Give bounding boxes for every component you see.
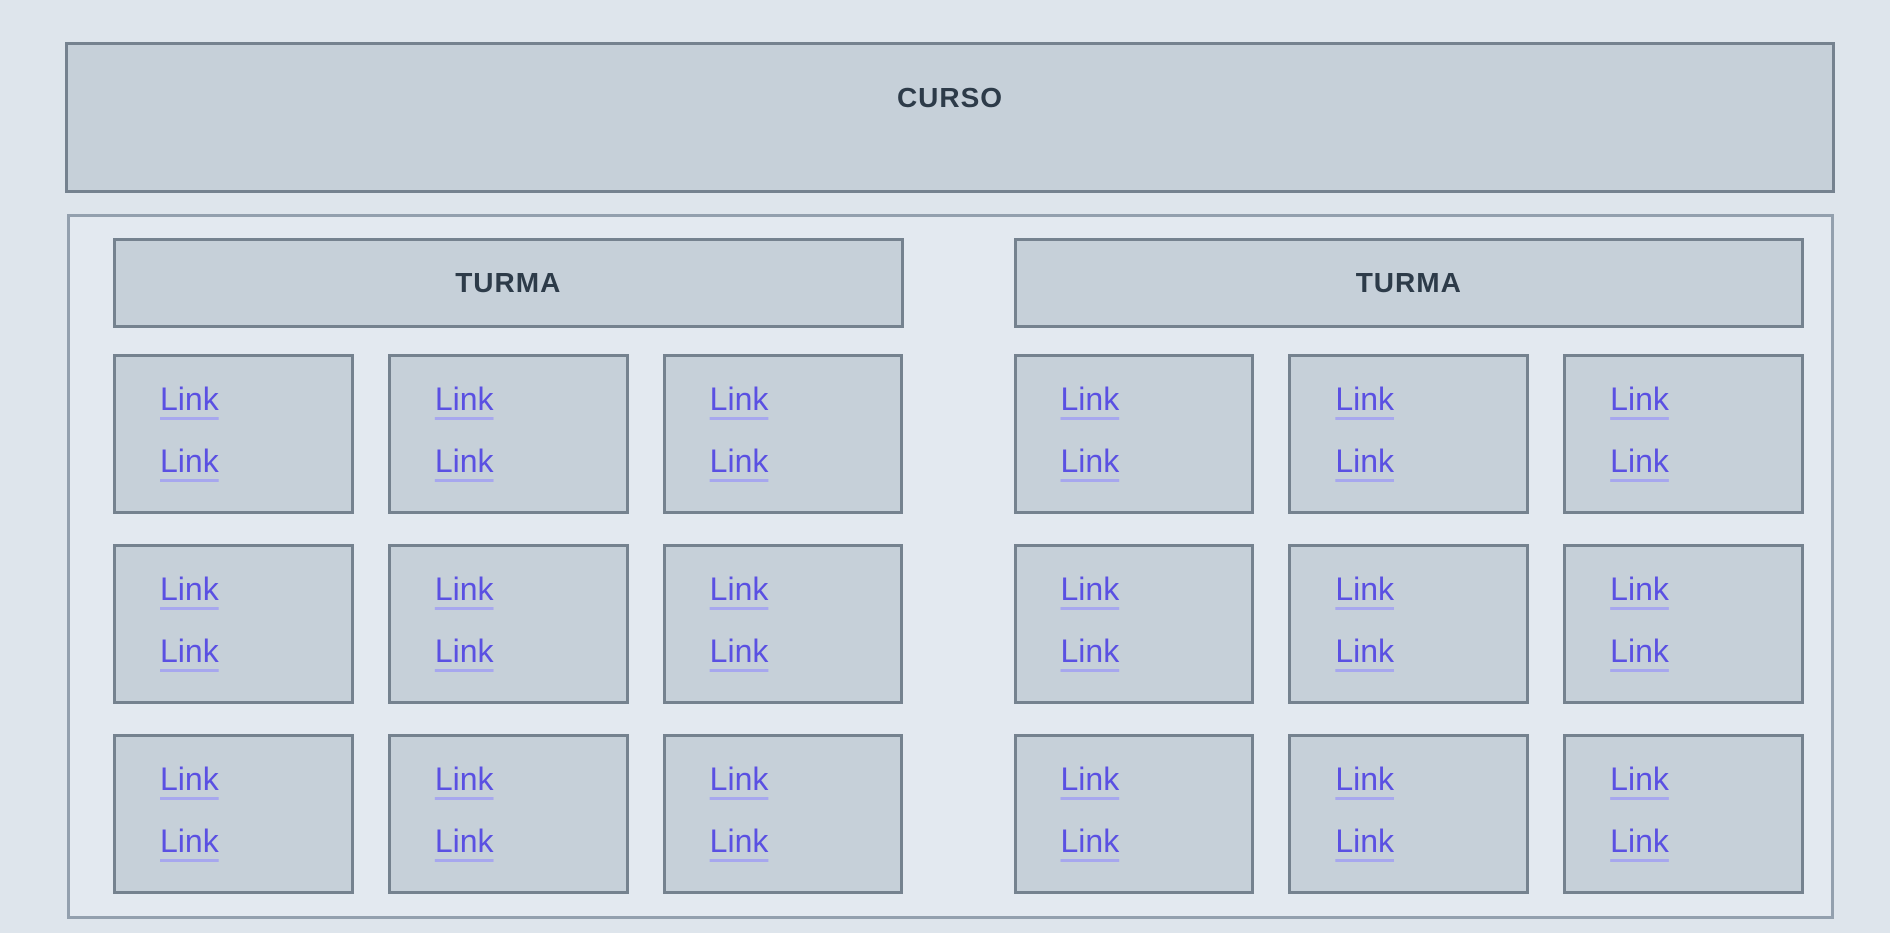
card-link[interactable]: Link bbox=[160, 443, 219, 479]
card-link[interactable]: Link bbox=[434, 761, 494, 797]
card-link[interactable]: Link bbox=[1060, 633, 1120, 669]
card-link[interactable]: Link bbox=[1060, 381, 1120, 417]
card-link[interactable]: Link bbox=[160, 823, 219, 859]
card-link[interactable]: Link bbox=[1060, 443, 1120, 479]
card-link[interactable]: Link bbox=[1335, 761, 1395, 797]
card-link[interactable]: Link bbox=[709, 443, 769, 479]
card-link[interactable]: Link bbox=[709, 571, 769, 607]
card-link[interactable]: Link bbox=[434, 823, 494, 859]
card-link[interactable]: Link bbox=[1610, 381, 1669, 417]
card-link[interactable]: Link bbox=[434, 571, 494, 607]
card-link[interactable]: Link bbox=[1335, 381, 1395, 417]
card-link[interactable]: Link bbox=[434, 443, 494, 479]
card-link[interactable]: Link bbox=[160, 761, 219, 797]
card-link[interactable]: Link bbox=[1335, 571, 1395, 607]
card-link[interactable]: Link bbox=[709, 633, 769, 669]
card-link[interactable]: Link bbox=[1335, 823, 1395, 859]
curso-header-label: CURSO bbox=[896, 81, 1004, 113]
turma-header-label: TURMA bbox=[455, 267, 562, 298]
card-link[interactable]: Link bbox=[1610, 443, 1669, 479]
card-link[interactable]: Link bbox=[709, 761, 769, 797]
card-link[interactable]: Link bbox=[434, 633, 494, 669]
card-link[interactable]: Link bbox=[160, 633, 219, 669]
card-link[interactable]: Link bbox=[434, 381, 494, 417]
card-link[interactable]: Link bbox=[1335, 443, 1395, 479]
turma-header-label: TURMA bbox=[1355, 267, 1462, 298]
curso-header: CURSO bbox=[65, 42, 1835, 193]
card-link[interactable]: Link bbox=[709, 823, 769, 859]
card-link[interactable]: Link bbox=[1060, 761, 1120, 797]
card-link[interactable]: Link bbox=[1610, 571, 1669, 607]
card-link[interactable]: Link bbox=[1060, 823, 1120, 859]
card-link[interactable]: Link bbox=[1610, 633, 1669, 669]
turma-header: TURMA bbox=[113, 238, 904, 328]
card-link[interactable]: Link bbox=[160, 571, 219, 607]
turma-header: TURMA bbox=[1013, 238, 1804, 328]
card-link[interactable]: Link bbox=[1610, 761, 1669, 797]
card-link[interactable]: Link bbox=[1060, 571, 1120, 607]
card-link[interactable]: Link bbox=[709, 381, 769, 417]
card-link[interactable]: Link bbox=[1335, 633, 1395, 669]
card-link[interactable]: Link bbox=[160, 381, 219, 417]
card-link[interactable]: Link bbox=[1610, 823, 1669, 859]
